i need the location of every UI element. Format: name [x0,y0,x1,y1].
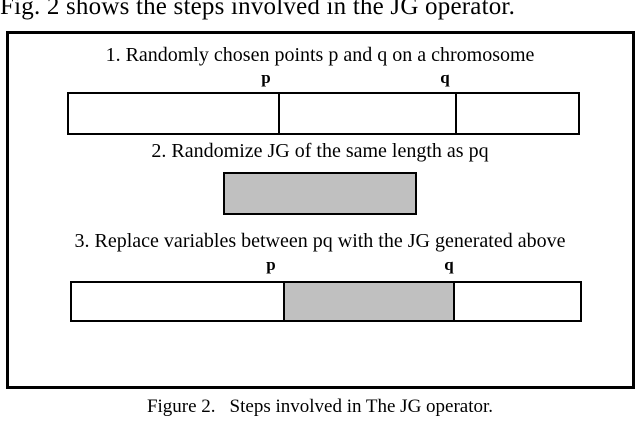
q-divider-step1 [455,94,457,133]
figure-caption-number: Figure 2. [146,396,216,417]
jg-random-box [223,172,417,215]
step3-label: 3. Replace variables between pq with the… [74,230,566,252]
chromosome-bar-step1 [67,92,580,135]
body-text-line: Fig. 2 shows the steps involved in the J… [0,0,516,20]
figure-caption: Figure 2. Steps involved in The JG operat… [0,396,640,418]
figure-caption-text: Steps involved in The JG operator. [229,396,494,417]
p-divider-step1 [278,94,280,133]
p-marker-step1: p [261,68,271,87]
q-marker-step1: q [440,68,450,87]
jg-replaced-segment [283,283,455,320]
q-marker-step3: q [444,255,454,274]
chromosome-bar-step3 [70,281,582,322]
step1-label: 1. Randomly chosen points p and q on a c… [105,44,535,66]
step2-label: 2. Randomize JG of the same length as pq [151,140,489,162]
p-marker-step3: p [266,255,276,274]
